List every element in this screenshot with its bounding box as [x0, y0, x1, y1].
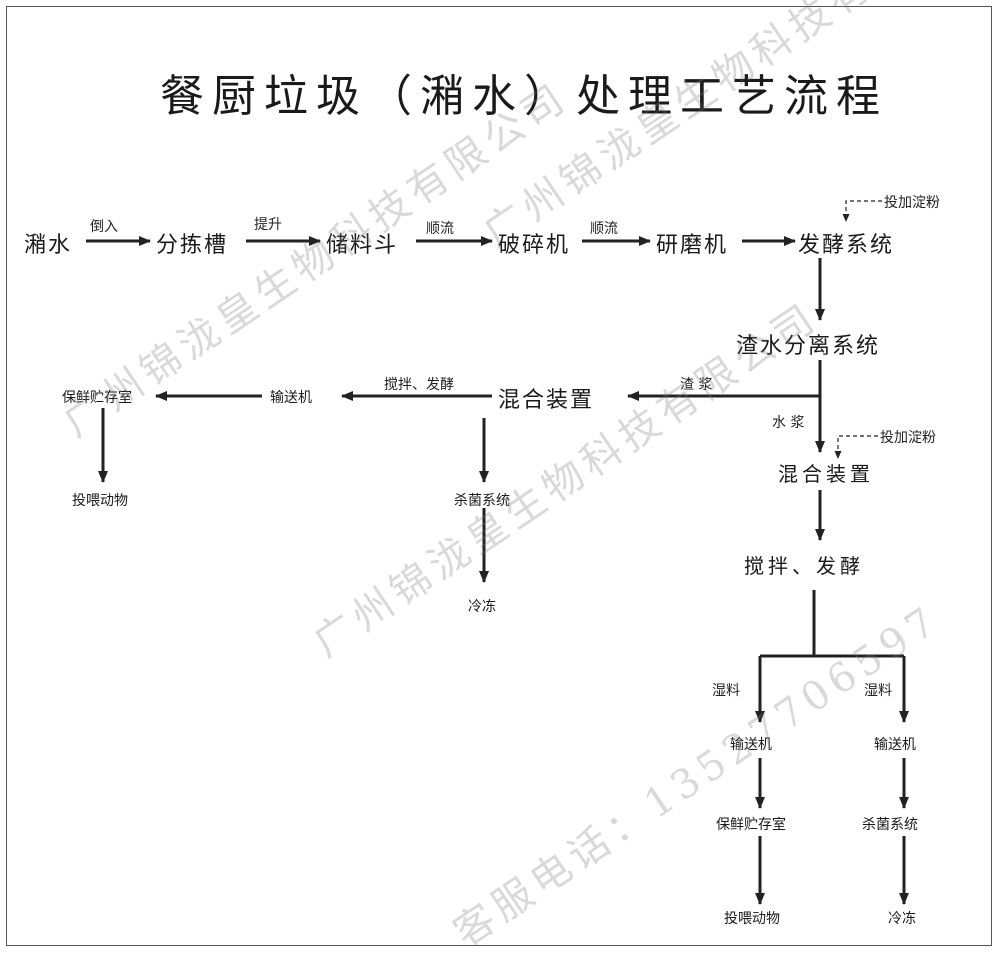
node-fermentation-system: 发酵系统	[798, 233, 895, 258]
node-crusher: 破碎机	[498, 233, 571, 258]
label-water-slurry: 水 浆	[772, 415, 805, 431]
node-conveyor-a: 输送机	[730, 737, 772, 753]
node-feed-animals-right: 投喂动物	[724, 911, 780, 927]
node-separation-system: 渣水分离系统	[736, 334, 881, 359]
node-grinder: 研磨机	[656, 233, 729, 258]
node-mixing-device-left: 混合装置	[498, 388, 595, 413]
node-conveyor-b: 输送机	[874, 737, 916, 753]
node-storage-hopper: 储料斗	[326, 233, 399, 258]
starch-input-1	[842, 200, 882, 222]
label-pour-in: 倒入	[90, 219, 118, 235]
label-add-starch-2: 投加淀粉	[880, 430, 936, 446]
node-sterilization-right: 杀菌系统	[862, 817, 918, 833]
label-wet-material-b: 湿料	[864, 683, 892, 699]
node-sterilization-left: 杀菌系统	[454, 493, 510, 509]
starch-input-2	[834, 435, 878, 459]
diagram-title: 餐厨垃圾（潲水）处理工艺流程	[160, 71, 888, 122]
node-sorting-tank: 分拣槽	[156, 233, 229, 258]
label-slurry-residue: 渣 浆	[680, 377, 713, 393]
label-lift: 提升	[254, 217, 282, 233]
node-fresh-storage-left: 保鲜贮存室	[62, 390, 132, 406]
node-freezing-left: 冷冻	[468, 599, 496, 615]
node-stir-ferment: 搅拌、发酵	[744, 554, 864, 578]
diagram-frame	[6, 6, 992, 946]
node-freezing-right: 冷冻	[888, 911, 916, 927]
node-fresh-storage-right: 保鲜贮存室	[716, 817, 786, 833]
node-mixing-device-right: 混合装置	[778, 462, 874, 486]
label-flow-1: 顺流	[426, 221, 454, 237]
label-add-starch-1: 投加淀粉	[884, 195, 940, 211]
label-wet-material-a: 湿料	[712, 683, 740, 699]
label-flow-2: 顺流	[590, 221, 618, 237]
node-feed-animals-left: 投喂动物	[72, 493, 128, 509]
node-swill: 潲水	[24, 233, 73, 258]
label-stir-ferment-left: 搅拌、发酵	[384, 377, 454, 393]
node-conveyor-left: 输送机	[270, 390, 312, 406]
